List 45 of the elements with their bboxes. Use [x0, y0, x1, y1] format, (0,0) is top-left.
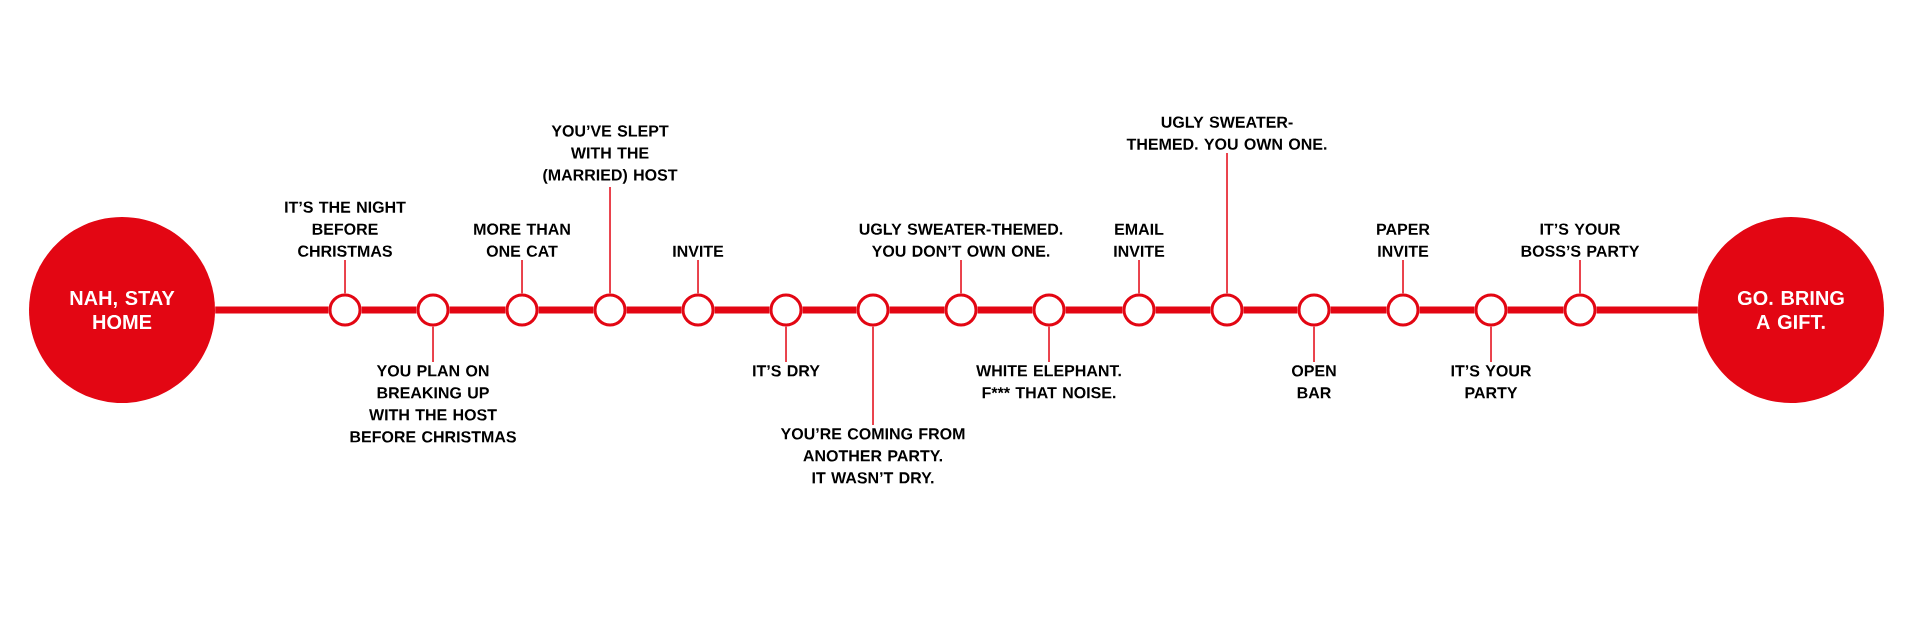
- leader-line: [960, 259, 962, 295]
- timeline-stop: [1122, 293, 1156, 327]
- stop-label: OPEN BAR: [1292, 365, 1336, 399]
- leader-line: [785, 325, 787, 363]
- timeline-stop: [1474, 293, 1508, 327]
- stop-label: EMAIL INVITE: [1114, 223, 1165, 257]
- timeline-stop: [1297, 293, 1331, 327]
- leader-line: [1402, 259, 1404, 295]
- timeline-stop: [505, 293, 539, 327]
- stop-label: INVITE: [673, 245, 724, 257]
- stop-label: YOU’RE COMING FROM ANOTHER PARTY. IT WASN’T DRY.: [780, 428, 965, 484]
- leader-line: [1313, 325, 1315, 363]
- timeline-stop: [681, 293, 715, 327]
- leader-line: [1048, 325, 1050, 363]
- timeline-stop: [416, 293, 450, 327]
- timeline-stop: [1386, 293, 1420, 327]
- stop-label: PAPER INVITE: [1377, 223, 1430, 257]
- stop-label: UGLY SWEATER-THEMED. YOU OWN ONE.: [1126, 116, 1327, 150]
- stop-label: IT’S THE NIGHT BEFORE CHRISTMAS: [285, 201, 406, 257]
- stop-label: IT’S YOUR PARTY: [1451, 365, 1532, 399]
- leader-line: [344, 259, 346, 295]
- stop-label: YOU PLAN ON BREAKING UP WITH THE HOST BEFORE CHRISTMAS: [350, 365, 516, 443]
- stop-label: IT’S DRY: [753, 365, 820, 377]
- timeline-stop: [856, 293, 890, 327]
- stop-label: IT’S YOUR BOSS’S PARTY: [1521, 223, 1640, 257]
- leader-line: [521, 259, 523, 295]
- timeline-stop: [593, 293, 627, 327]
- leader-line: [1226, 152, 1228, 295]
- leader-line: [1490, 325, 1492, 363]
- leader-line: [1579, 259, 1581, 295]
- timeline-stop: [1210, 293, 1244, 327]
- timeline-stop: [328, 293, 362, 327]
- leader-line: [432, 325, 434, 363]
- leader-line: [1138, 259, 1140, 295]
- leader-line: [697, 259, 699, 295]
- timeline-stop: [944, 293, 978, 327]
- stop-label: UGLY SWEATER-THEMED. YOU DON’T OWN ONE.: [859, 223, 1063, 257]
- timeline-stop: [1563, 293, 1597, 327]
- leader-line: [609, 186, 611, 295]
- leader-line: [872, 325, 874, 426]
- stop-label: WHITE ELEPHANT. F*** THAT NOISE.: [976, 365, 1121, 399]
- timeline-stop: [769, 293, 803, 327]
- stop-label: YOU’VE SLEPT WITH THE (MARRIED) HOST: [543, 125, 678, 184]
- timeline-stop: [1032, 293, 1066, 327]
- stop-label: MORE THAN ONE CAT: [474, 223, 570, 257]
